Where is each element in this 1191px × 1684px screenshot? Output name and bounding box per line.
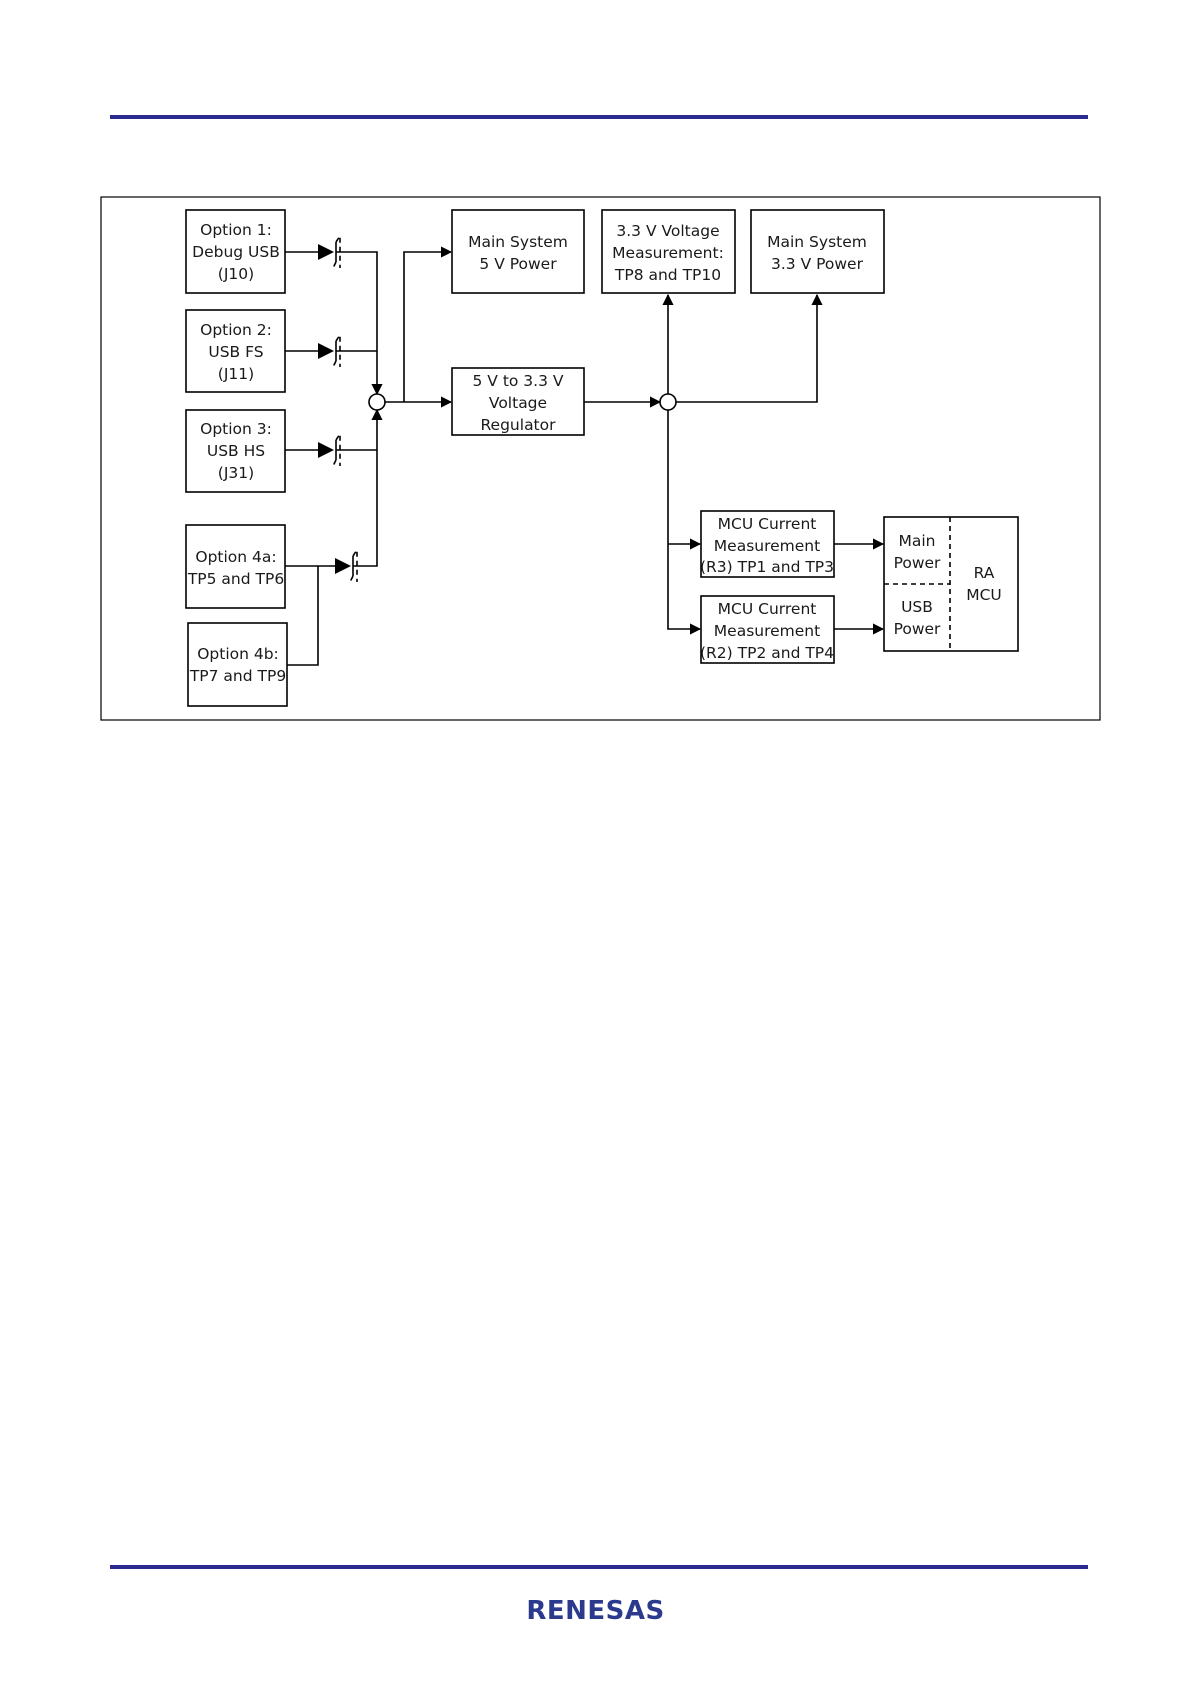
option1-line2: Debug USB: [192, 243, 280, 261]
option2-box: Option 2: USB FS (J11): [185, 309, 286, 393]
main-power-line2: Power: [894, 554, 941, 572]
regulator-line2: Voltage: [489, 394, 547, 412]
option2-line2: USB FS: [208, 343, 263, 361]
voltage-measurement-box: 3.3 V Voltage Measurement: TP8 and TP10: [601, 209, 736, 294]
mcu1-line1: MCU Current: [718, 515, 817, 533]
option2-line3: (J11): [218, 365, 254, 383]
mcu-current-r3-box: MCU Current Measurement (R3) TP1 and TP3: [700, 510, 835, 578]
mcu1-line3: (R3) TP1 and TP3: [700, 558, 834, 576]
ra-mcu-block: Main Power USB Power RA MCU: [883, 516, 1019, 652]
option4a-box: Option 4a: TP5 and TP6: [185, 524, 286, 609]
mcu-current-r2-box: MCU Current Measurement (R2) TP2 and TP4: [700, 595, 835, 664]
mcu2-line3: (R2) TP2 and TP4: [700, 644, 834, 662]
mcu2-line1: MCU Current: [718, 600, 817, 618]
junction-node: [368, 393, 386, 411]
main-power-line1: Main: [898, 532, 935, 550]
option4b-line1: Option 4b:: [197, 645, 279, 663]
diagram-border: [100, 196, 1101, 721]
option4b-line2: TP7 and TP9: [189, 667, 286, 685]
meas33-line3: TP8 and TP10: [614, 266, 721, 284]
ra-mcu-line1: RA: [974, 564, 995, 582]
renesas-logo: RENESAS: [0, 1596, 1191, 1626]
usb-power-line1: USB: [901, 598, 933, 616]
option3-line2: USB HS: [207, 442, 265, 460]
ra-mcu-line2: MCU: [966, 586, 1002, 604]
regulator-line3: Regulator: [480, 416, 556, 434]
option4b-box: Option 4b: TP7 and TP9: [187, 622, 288, 707]
main-5v-power-box: Main System 5 V Power: [451, 209, 585, 294]
main5v-line2: 5 V Power: [479, 255, 557, 273]
mcu1-line2: Measurement: [714, 537, 820, 555]
diode-icon: [318, 332, 341, 368]
option4a-line1: Option 4a:: [195, 548, 276, 566]
option3-line3: (J31): [218, 464, 254, 482]
regulator-line1: 5 V to 3.3 V: [473, 372, 564, 390]
option1-line3: (J10): [218, 265, 254, 283]
header-rule: [110, 115, 1088, 119]
main5v-line1: Main System: [468, 233, 568, 251]
mcu2-line2: Measurement: [714, 622, 820, 640]
regulator-box: 5 V to 3.3 V Voltage Regulator: [451, 367, 585, 436]
footer-rule: [110, 1565, 1088, 1569]
junction-node: [659, 393, 677, 411]
option2-line1: Option 2:: [200, 321, 272, 339]
main33v-line2: 3.3 V Power: [771, 255, 864, 273]
renesas-logo-text: RENESAS: [526, 1596, 665, 1626]
meas33-line2: Measurement:: [612, 244, 724, 262]
meas33-line1: 3.3 V Voltage: [616, 222, 719, 240]
option3-line1: Option 3:: [200, 420, 272, 438]
option1-box: Option 1: Debug USB (J10): [185, 209, 286, 294]
main-3v3-power-box: Main System 3.3 V Power: [750, 209, 885, 294]
usb-power-line2: Power: [894, 620, 941, 638]
main33v-line1: Main System: [767, 233, 867, 251]
option4a-line2: TP5 and TP6: [187, 570, 284, 588]
option1-line1: Option 1:: [200, 221, 272, 239]
option3-box: Option 3: USB HS (J31): [185, 409, 286, 493]
